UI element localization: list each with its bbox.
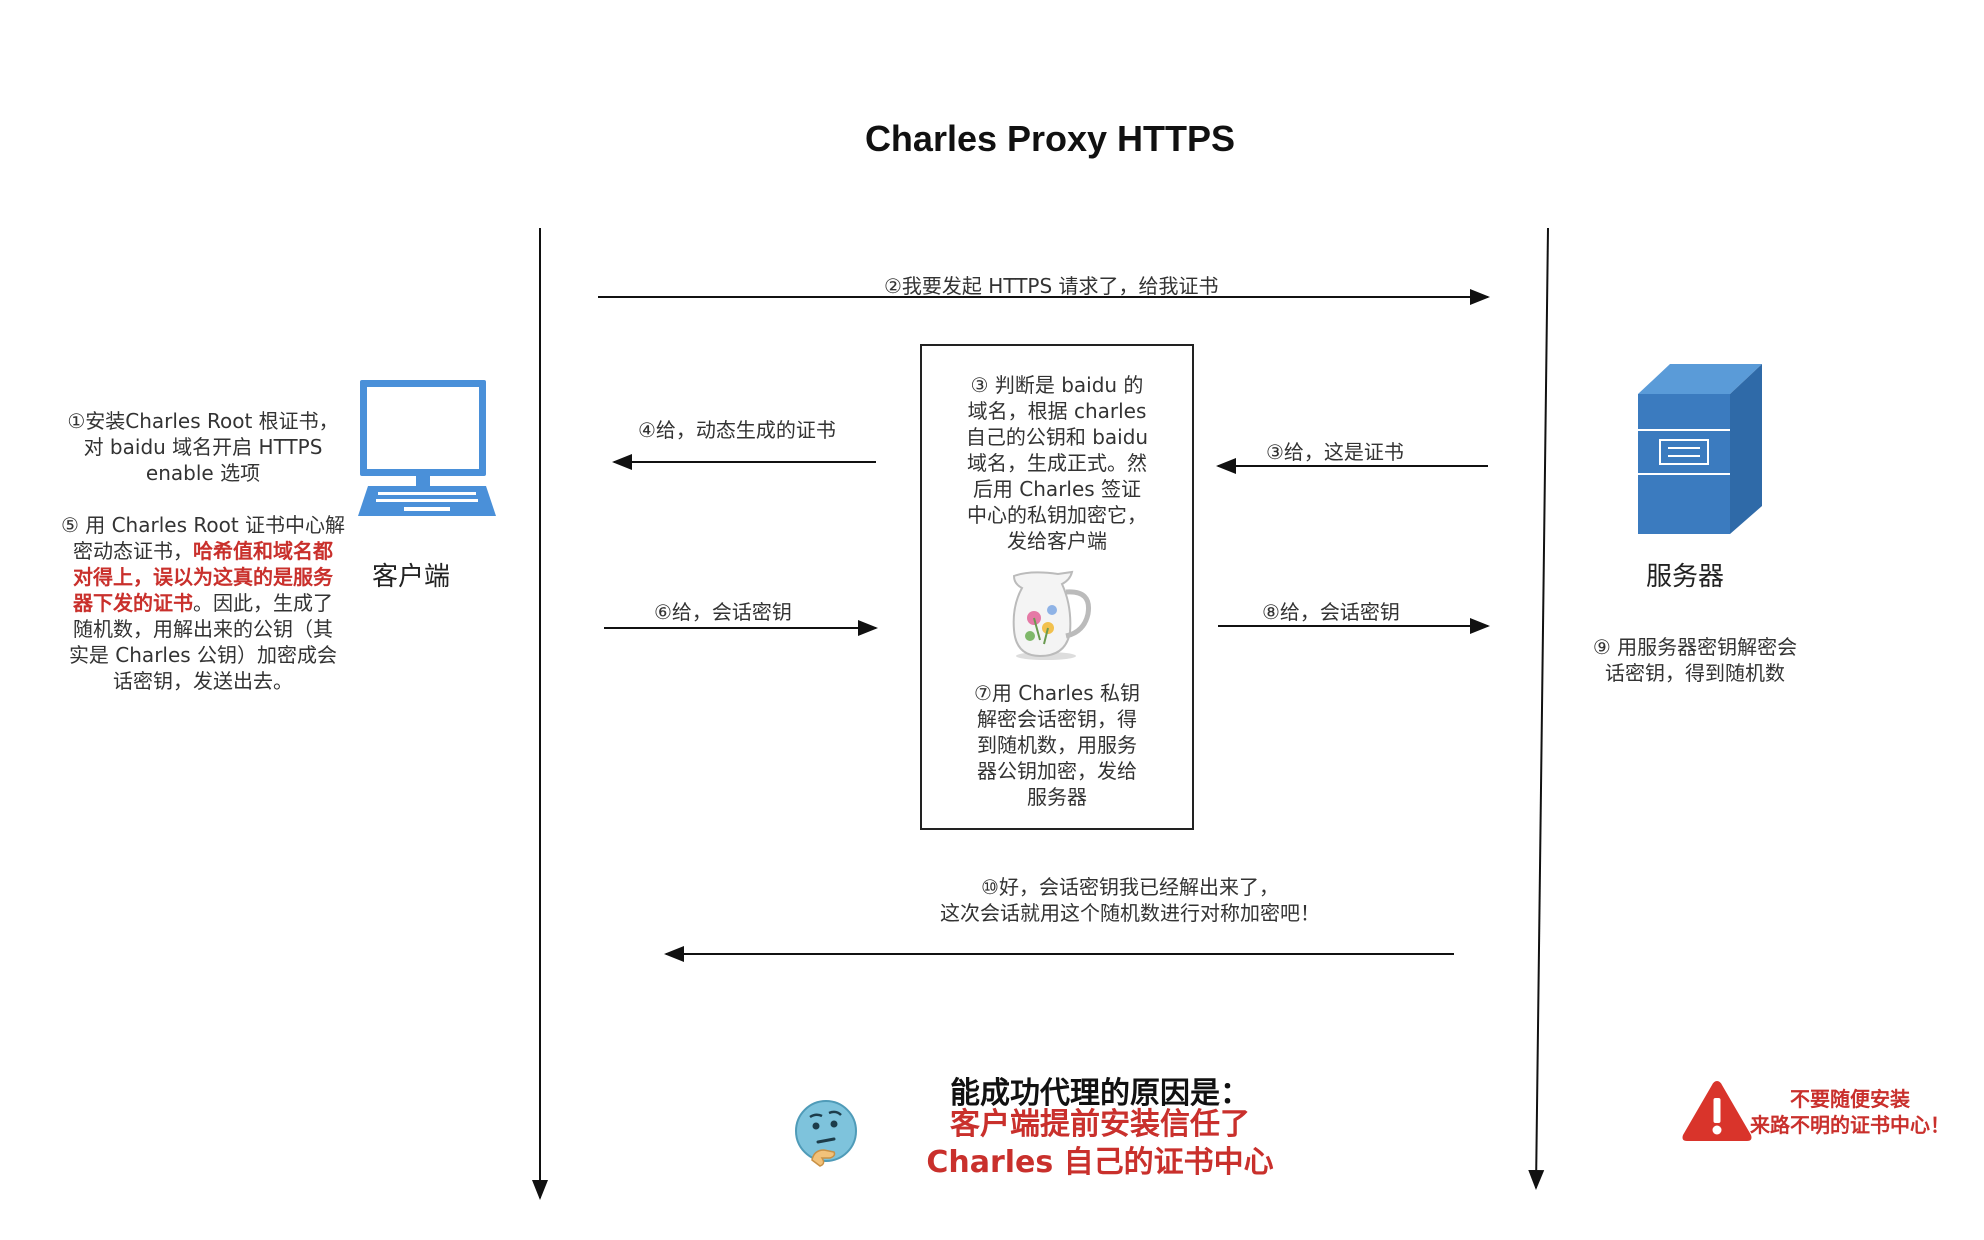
note-line: 器公钥加密，发给	[977, 759, 1137, 783]
note-line: ⑤ 用 Charles Root 证书中心解	[58, 512, 348, 538]
note-line: 域名，根据 charles	[967, 399, 1147, 423]
conclusion-line: Charles 自己的证书中心	[926, 1145, 1274, 1180]
note-text: ⑤ 用 Charles Root 证书中心解	[60, 513, 346, 537]
client-note-step5: ⑤ 用 Charles Root 证书中心解密动态证书，哈希值和域名都对得上，误…	[58, 512, 348, 694]
charles-proxy-box	[920, 344, 1194, 830]
note-line: 密动态证书，哈希值和域名都	[58, 538, 348, 564]
note-line: ①安装Charles Root 根证书，	[67, 409, 339, 433]
note-text: 实是 Charles 公钥）加密成会	[68, 643, 338, 667]
warning-line: 不要随便安装	[1790, 1087, 1910, 1111]
highlight-text: 对得上，误以为这真的是服务	[73, 565, 333, 589]
note-line: 解密会话密钥，得	[977, 707, 1137, 731]
highlight-text: 器下发的证书	[73, 591, 193, 615]
conclusion-heading: 能成功代理的原因是：	[950, 1076, 1250, 1111]
warning-text: 不要随便安装 来路不明的证书中心！	[1740, 1086, 1960, 1138]
charles-note-step7: ⑦用 Charles 私钥 解密会话密钥，得 到随机数，用服务 器公钥加密，发给…	[930, 680, 1184, 810]
server-note-step9: ⑨ 用服务器密钥解密会 话密钥，得到随机数	[1580, 634, 1810, 686]
note-line: ⑦用 Charles 私钥	[973, 681, 1141, 705]
note-text: 随机数，用解出来的公钥（其	[73, 617, 333, 641]
label-step8: ⑧给，会话密钥	[1262, 600, 1400, 624]
label-step2: ②我要发起 HTTPS 请求了，给我证书	[884, 274, 1219, 298]
label-step3: ③给，这是证书	[1266, 440, 1404, 464]
note-line: 服务器	[1027, 785, 1087, 809]
label-step10: ⑩好，会话密钥我已经解出来了， 这次会话就用这个随机数进行对称加密吧！	[820, 874, 1440, 926]
client-note-step1: ①安装Charles Root 根证书， 对 baidu 域名开启 HTTPS …	[58, 408, 348, 486]
conclusion-text: 客户端提前安装信任了 Charles 自己的证书中心	[880, 1106, 1320, 1182]
server-label: 服务器	[1646, 562, 1725, 592]
server-lifeline	[1528, 227, 1549, 1190]
note-line: 发给客户端	[1007, 529, 1107, 553]
note-line: 随机数，用解出来的公钥（其	[58, 616, 348, 642]
laptop-icon	[358, 380, 496, 516]
note-line: 话密钥，发送出去。	[58, 668, 348, 694]
note-line: ⑨ 用服务器密钥解密会	[1592, 635, 1798, 659]
note-line: 话密钥，得到随机数	[1605, 661, 1785, 685]
note-line: 器下发的证书。因此，生成了	[58, 590, 348, 616]
label-step4: ④给，动态生成的证书	[638, 418, 836, 442]
label-step10-line: 这次会话就用这个随机数进行对称加密吧！	[940, 901, 1320, 925]
note-line: 对得上，误以为这真的是服务	[58, 564, 348, 590]
label-step6: ⑥给，会话密钥	[654, 600, 792, 624]
warning-line: 来路不明的证书中心！	[1750, 1113, 1950, 1137]
note-text: 。因此，生成了	[193, 591, 333, 615]
note-line: 实是 Charles 公钥）加密成会	[58, 642, 348, 668]
charles-jug-icon	[1012, 570, 1092, 660]
warning-icon	[1682, 1081, 1752, 1141]
note-text: 密动态证书，	[73, 539, 193, 563]
note-text: 话密钥，发送出去。	[113, 669, 293, 693]
label-step10-line: ⑩好，会话密钥我已经解出来了，	[981, 875, 1279, 899]
note-line: 域名，生成正式。然	[967, 451, 1147, 475]
diagram-title: Charles Proxy HTTPS	[864, 118, 1236, 159]
thinking-face-icon	[795, 1100, 857, 1167]
note-line: 后用 Charles 签证	[972, 477, 1142, 501]
client-label: 客户端	[372, 562, 451, 592]
charles-note-step3: ③ 判断是 baidu 的 域名，根据 charles 自己的公钥和 baidu…	[930, 372, 1184, 554]
note-line: 到随机数，用服务	[977, 733, 1137, 757]
highlight-text: 哈希值和域名都	[193, 539, 333, 563]
note-line: enable 选项	[145, 461, 261, 485]
note-line: 自己的公钥和 baidu	[965, 425, 1149, 449]
note-line: 对 baidu 域名开启 HTTPS	[83, 435, 323, 459]
note-line: 中心的私钥加密它，	[967, 503, 1147, 527]
note-line: ③ 判断是 baidu 的	[970, 373, 1144, 397]
conclusion-line: 客户端提前安装信任了	[950, 1107, 1250, 1142]
server-icon	[1638, 364, 1762, 534]
